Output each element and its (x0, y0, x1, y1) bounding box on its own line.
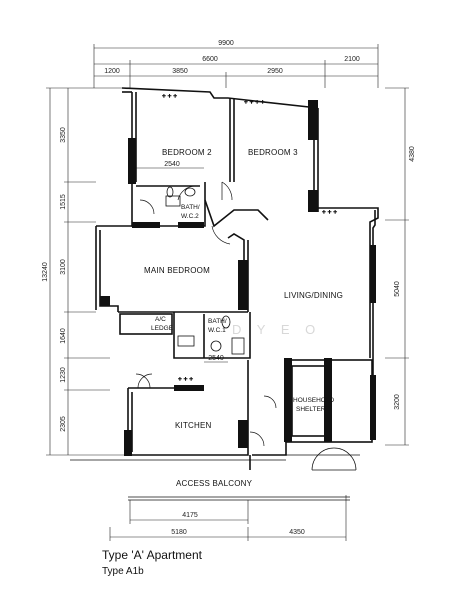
label-main-bedroom: MAIN BEDROOM (144, 266, 210, 275)
dim-left-seg-3: 3100 (60, 259, 67, 275)
dim-top-span: 6600 (202, 56, 218, 63)
svg-text:+ + +: + + + (178, 376, 193, 383)
label-access-balcony: ACCESS BALCONY (176, 479, 253, 488)
label-living-dining: LIVING/DINING (284, 291, 343, 300)
plan-title: Type 'A' Apartment (102, 548, 202, 562)
fixtures (165, 186, 245, 355)
dim-top-seg-1: 1200 (104, 68, 120, 75)
dim-left-seg-1: 3350 (60, 127, 67, 143)
window-marks: + + + + + + + + + + + + + (162, 93, 338, 384)
dim-bottom-seg-2: 4350 (289, 529, 305, 536)
svg-text:+ + + +: + + + + (244, 99, 265, 106)
dim-left-seg-6: 2305 (60, 416, 67, 432)
dim-top-seg-2: 3850 (172, 68, 188, 75)
svg-text:+ + +: + + + (162, 93, 177, 100)
label-bath-wc2-line1: BATH/ (181, 204, 200, 211)
door-swings (135, 181, 357, 471)
label-kitchen: KITCHEN (175, 421, 212, 430)
label-ac-ledge-line2: LEDGE (151, 325, 174, 332)
dim-overall-width: 9900 (218, 40, 234, 47)
left-dimensions (46, 87, 130, 456)
right-dimensions (385, 87, 409, 446)
label-household-shelter-line1: HOUSEHOLD (293, 397, 334, 404)
dim-left-seg-2: 1515 (60, 194, 67, 210)
label-household-shelter-line2: SHELTER (296, 406, 326, 413)
label-bedroom-3: BEDROOM 3 (248, 148, 298, 157)
watermark: D Y E O (232, 322, 321, 337)
bottom-dimensions (109, 495, 347, 541)
label-bath-wc1-line1: BATH/ (208, 318, 227, 325)
wall-blocks (100, 100, 376, 456)
dim-left-seg-4: 1640 (60, 328, 67, 344)
label-bedroom-2: BEDROOM 2 (162, 148, 212, 157)
dim-bottom-seg-1: 5180 (171, 529, 187, 536)
dim-balcony: 4175 (182, 512, 198, 519)
label-bath-wc2-line2: W.C.2 (181, 213, 199, 220)
plan-subtitle: Type A1b (102, 566, 144, 577)
svg-text:+ + +: + + + (322, 209, 337, 216)
label-ac-ledge-line1: A/C (155, 316, 166, 323)
dim-left-seg-5: 1230 (60, 367, 67, 383)
dim-bath2-width: 2540 (164, 161, 180, 168)
balcony-rail (70, 454, 360, 501)
label-bath-wc1-line2: W.C.1 (208, 327, 226, 334)
dim-top-seg-3: 2950 (267, 68, 283, 75)
dim-right-seg-2: 5040 (394, 281, 401, 297)
dim-right-seg-1: 4380 (409, 146, 416, 162)
top-dimensions (93, 44, 379, 363)
walls (95, 87, 379, 470)
dim-left-overall: 13240 (42, 262, 49, 282)
dim-top-seg-4: 2100 (344, 56, 360, 63)
dim-right-seg-3: 3200 (394, 394, 401, 410)
